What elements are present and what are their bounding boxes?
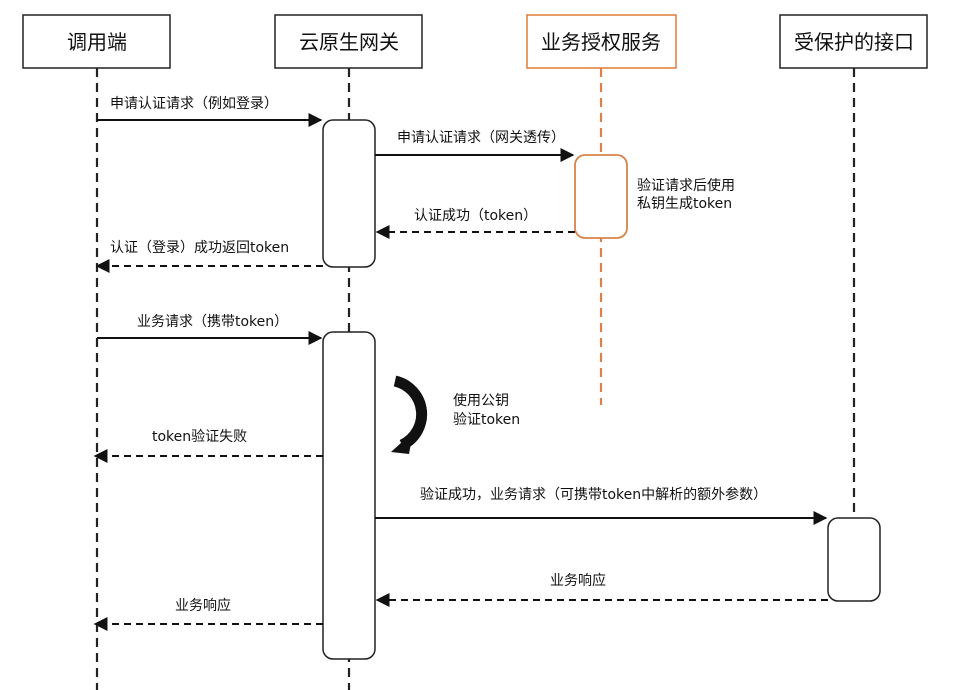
participant-gateway-label: 云原生网关 bbox=[299, 30, 399, 54]
message-label-token-fail: token验证失败 bbox=[152, 429, 247, 445]
activation-gateway-1 bbox=[322, 119, 376, 268]
message-label-auth-success: 认证成功（token） bbox=[414, 208, 537, 224]
message-label-business-response: 业务响应 bbox=[175, 597, 231, 614]
activation-protected-api bbox=[827, 517, 881, 602]
participant-auth-service: 业务授权服务 bbox=[526, 14, 677, 69]
activation-gateway-2 bbox=[322, 331, 376, 660]
message-label-auth-request: 申请认证请求（例如登录） bbox=[110, 96, 278, 112]
activation-auth-service bbox=[574, 154, 628, 239]
message-label-forward-request: 验证成功，业务请求（可携带token中解析的额外参数） bbox=[420, 486, 767, 503]
message-label-login-return: 认证（登录）成功返回token bbox=[110, 240, 289, 256]
note-auth-service-line-1: 验证请求后使用 bbox=[637, 177, 735, 194]
participant-caller-label: 调用端 bbox=[67, 30, 127, 54]
participant-caller: 调用端 bbox=[22, 14, 171, 69]
message-label-business-request: 业务请求（携带token） bbox=[137, 314, 288, 330]
self-call-arrow-icon bbox=[391, 375, 428, 454]
participant-protected-api-label: 受保护的接口 bbox=[794, 30, 914, 54]
message-label-auth-forward: 申请认证请求（网关透传） bbox=[397, 130, 565, 146]
note-gateway-line-2: 验证token bbox=[453, 412, 520, 428]
participant-auth-service-label: 业务授权服务 bbox=[541, 30, 661, 54]
message-label-api-response: 业务响应 bbox=[550, 572, 606, 589]
participant-protected-api: 受保护的接口 bbox=[779, 14, 928, 69]
participant-gateway: 云原生网关 bbox=[274, 14, 423, 69]
note-gateway-line-1: 使用公钥 bbox=[453, 392, 509, 409]
note-auth-service-line-2: 私钥生成token bbox=[637, 196, 732, 212]
